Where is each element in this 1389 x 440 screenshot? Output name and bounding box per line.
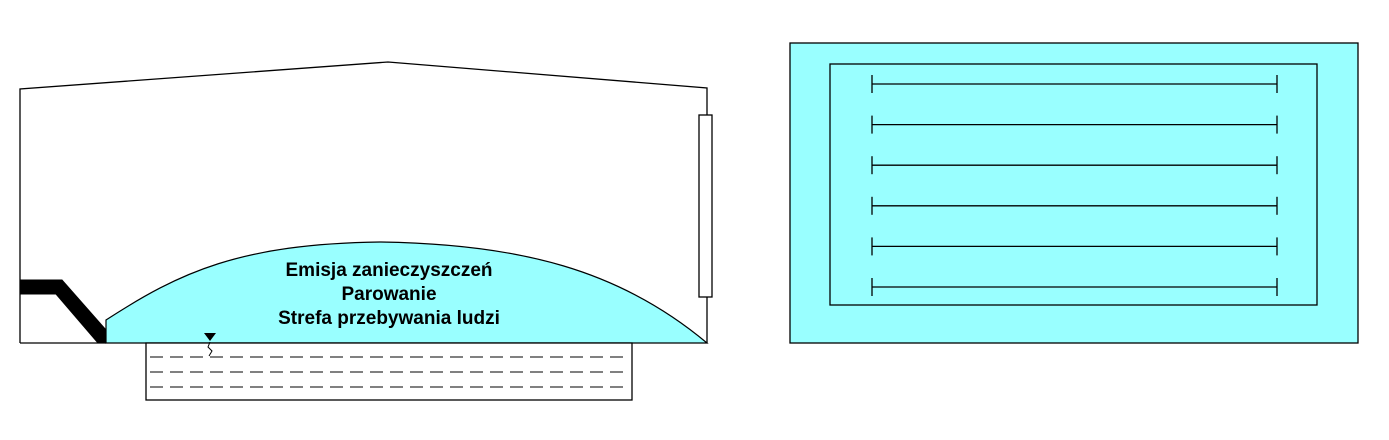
water-level-icon	[204, 333, 216, 357]
plan-line	[871, 75, 1278, 93]
wall-louver	[19, 279, 107, 344]
plan-line	[871, 196, 1278, 215]
plan-view	[789, 42, 1359, 344]
section-view: Emisja zanieczyszczeń Parowanie Strefa p…	[19, 61, 713, 401]
label-evaporation: Parowanie	[341, 284, 436, 305]
plan-outer-area	[789, 42, 1359, 344]
plan-inner-frame	[829, 63, 1318, 306]
wall-window	[698, 114, 713, 298]
label-occupied-zone: Strefa przebywania ludzi	[278, 308, 500, 329]
occupied-zone	[105, 241, 709, 344]
plan-line	[871, 115, 1278, 134]
plan-line	[871, 237, 1278, 256]
plan-line	[871, 156, 1278, 175]
label-emission: Emisja zanieczyszczeń	[286, 260, 493, 281]
plan-line	[871, 278, 1278, 296]
parallel-lines	[871, 75, 1278, 296]
